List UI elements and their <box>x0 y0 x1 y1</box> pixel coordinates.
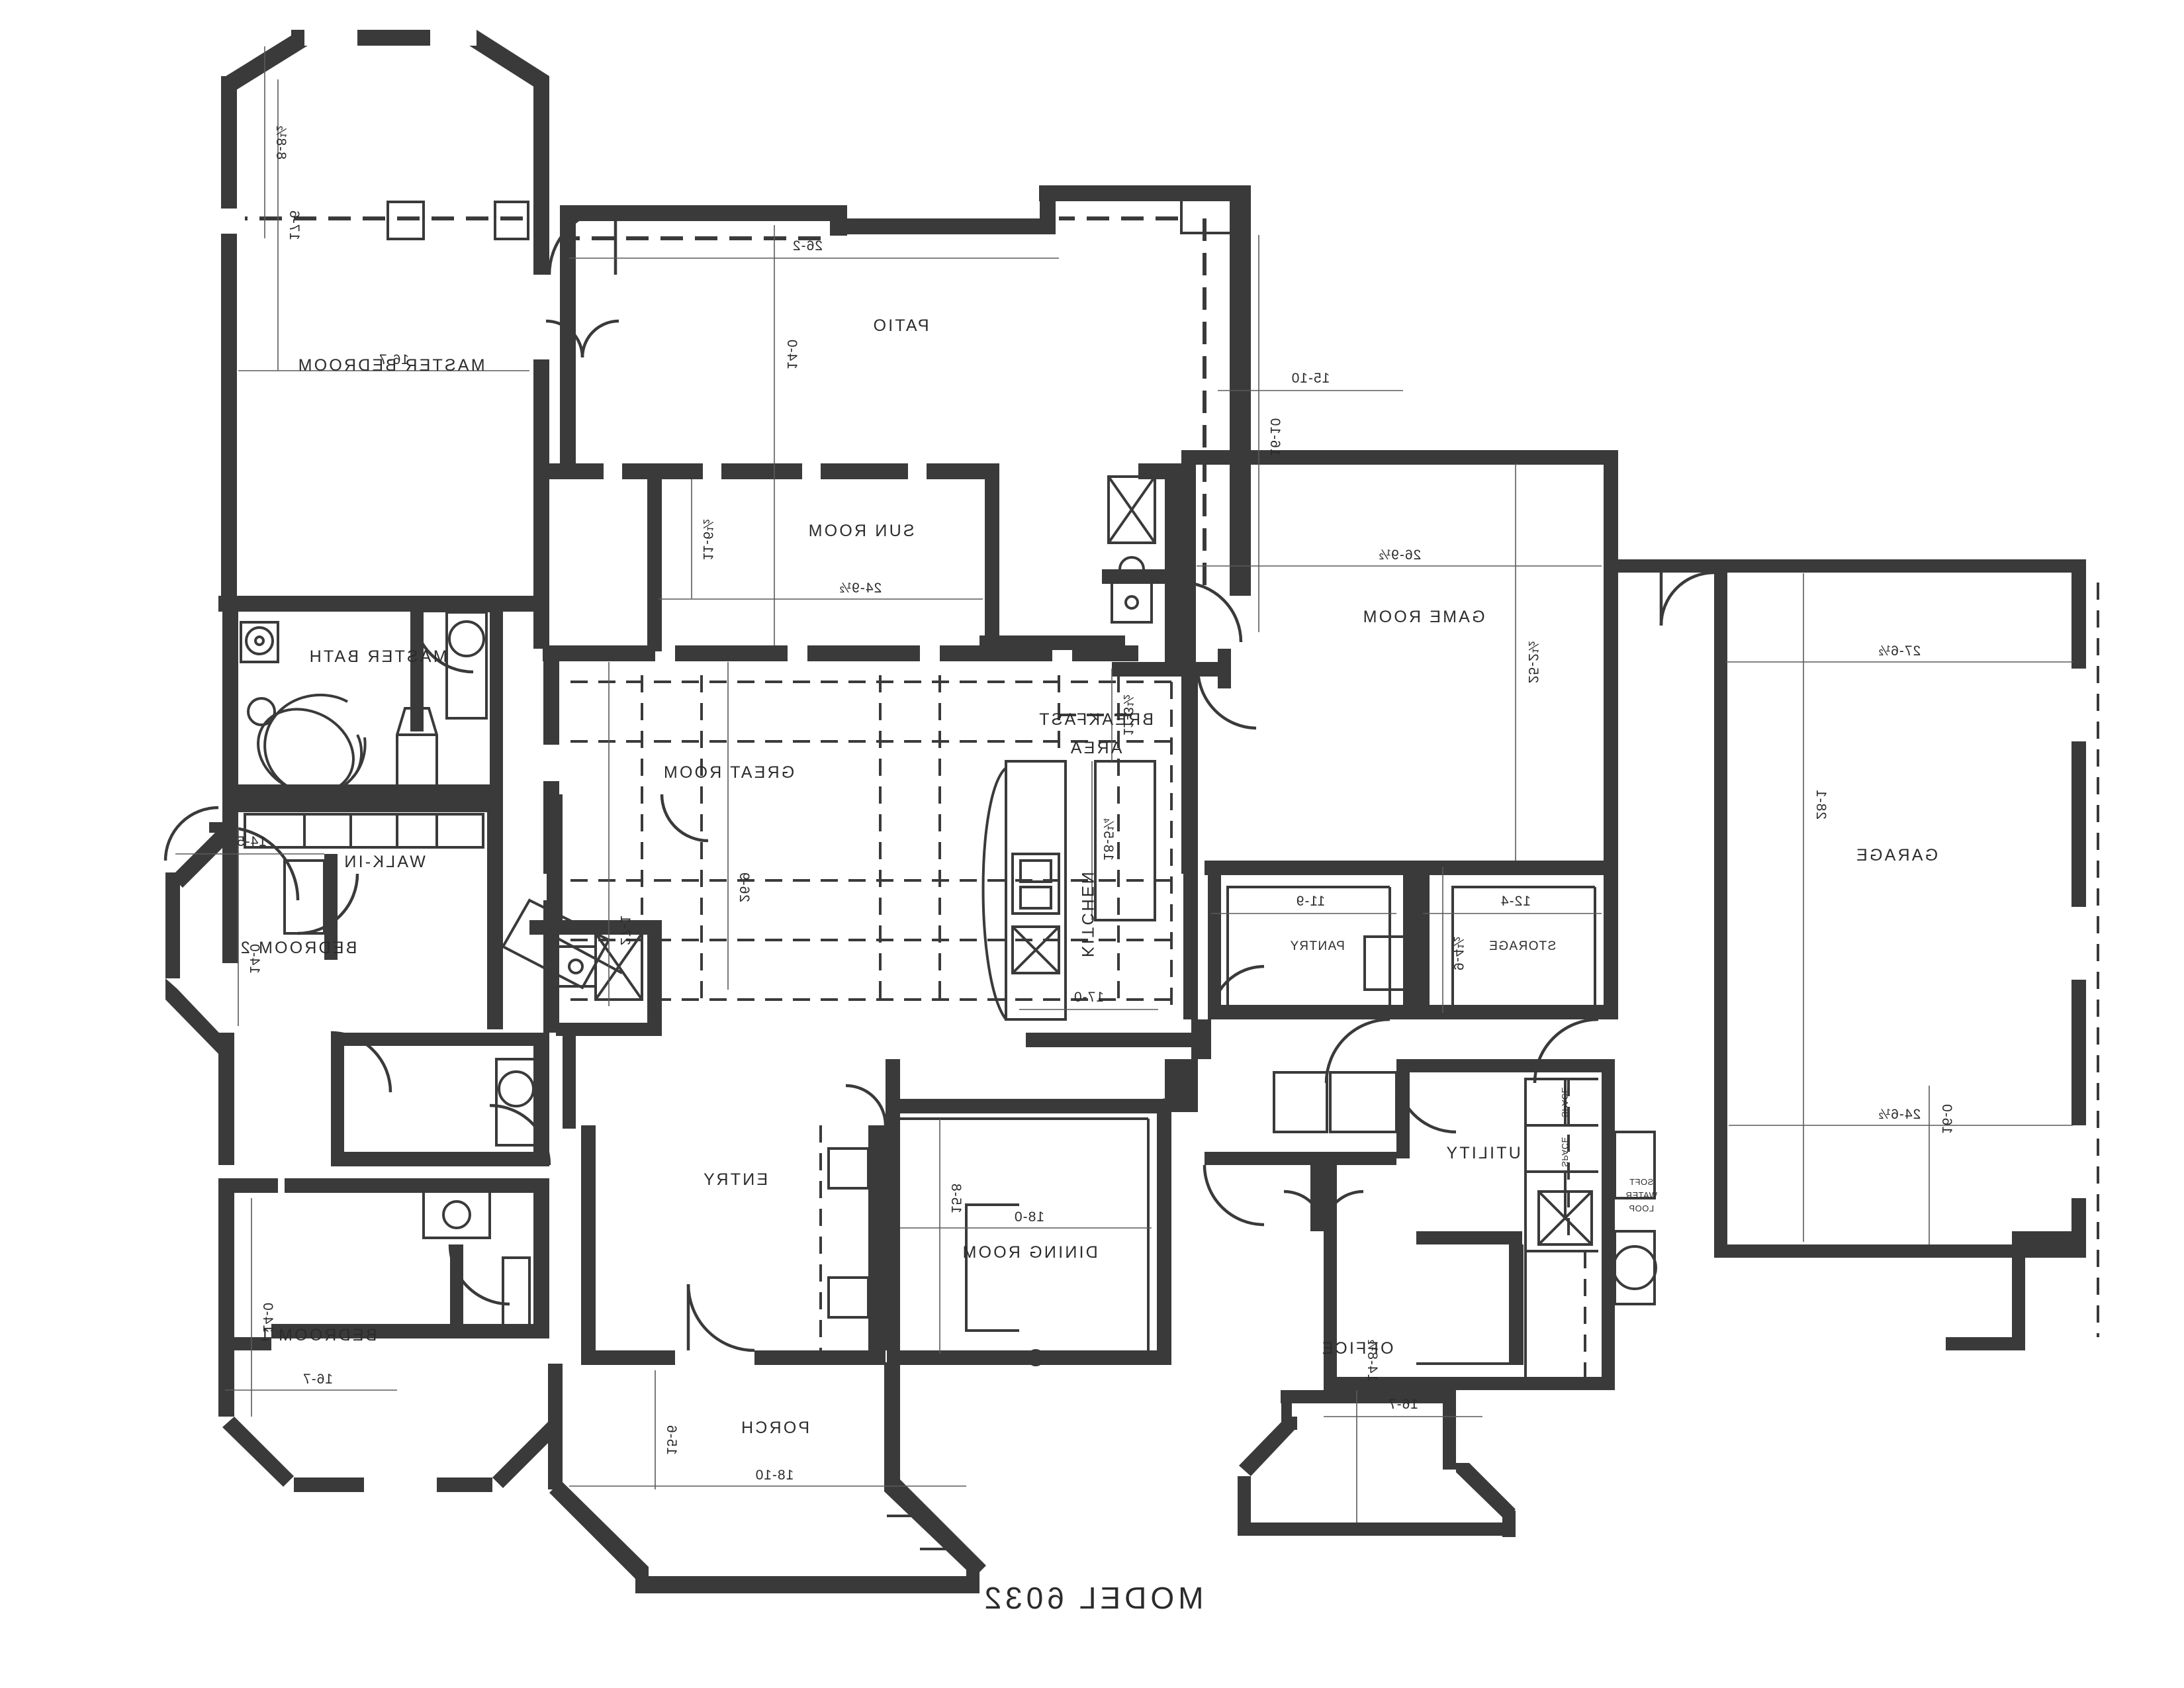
dim-bed1-height: 14-0 <box>260 1302 275 1333</box>
room-label-pantry: PANTRY <box>1289 939 1345 953</box>
dim-storage-width: 12-4 <box>1500 894 1531 909</box>
dim-great-width: 26-9 <box>737 872 752 902</box>
dimension-texts: 27-6½ 28-1 24-6½ 16-0 26-9½ 25-2½ 15-10 … <box>236 125 1954 1483</box>
dim-patio-width: 26-2 <box>792 238 823 254</box>
dim-pantry-width: 11-9 <box>1296 894 1325 909</box>
note-soft-water-loop-3: LOOP <box>1629 1203 1654 1213</box>
note-space-2: SPACE <box>1560 1137 1570 1167</box>
dim-kitchen-island: 18-5¼ <box>1101 818 1116 861</box>
dim-office-height: 14-8½ <box>1365 1339 1380 1382</box>
dim-great-height: 27-1 <box>617 915 633 945</box>
room-label-great-room: GREAT ROOM <box>662 763 795 782</box>
dim-patio-left-h: 16-10 <box>1267 418 1283 457</box>
room-label-patio: PATIO <box>871 316 929 335</box>
dimension-lines <box>175 46 2073 1523</box>
dim-mbr-width: 16-7 <box>379 352 409 367</box>
dim-game-height: 25-2½ <box>1525 641 1541 684</box>
dim-garage-lower-w: 24-6½ <box>1878 1107 1921 1122</box>
room-label-breakfast-1: BREAKFAST <box>1037 710 1154 729</box>
dim-porch-width: 18-10 <box>755 1468 794 1483</box>
room-labels: GARAGE GAME ROOM PATIO SUN ROOM MASTER B… <box>239 316 1938 1437</box>
room-label-walk-in: WALK-IN <box>342 853 426 871</box>
dim-garage-width: 27-6½ <box>1878 643 1921 659</box>
room-label-dining-room: DINING ROOM <box>960 1243 1097 1262</box>
room-label-breakfast-2: AREA <box>1069 739 1122 757</box>
dim-dining-height: 15-8 <box>948 1183 964 1213</box>
dim-storage-height: 9-4½ <box>1451 936 1466 970</box>
room-label-kitchen: KITCHEN <box>1078 870 1097 957</box>
dim-game-width: 26-9½ <box>1379 547 1422 563</box>
dim-sun-height: 11-6½ <box>700 519 715 561</box>
room-label-bedroom-2: BEDROOM 2 <box>239 939 357 957</box>
dim-bed2-height: 14-0 <box>247 943 262 974</box>
dim-garage-lower-h: 16-0 <box>1939 1103 1954 1134</box>
dim-office-width: 16-7 <box>1388 1397 1418 1412</box>
room-label-garage: GARAGE <box>1854 846 1938 865</box>
room-label-master-bath: MASTER BATH <box>307 647 447 666</box>
dim-breakfast-h: 11-3½ <box>1120 694 1136 736</box>
room-label-sun-room: SUN ROOM <box>806 522 914 540</box>
dim-sun-width: 24-9½ <box>839 581 882 596</box>
breakfast-ceiling-outline <box>1052 682 1173 1013</box>
room-label-office: OFFICE <box>1320 1339 1394 1358</box>
room-label-storage: STORAGE <box>1488 939 1556 953</box>
door-swings <box>163 207 1715 1352</box>
dim-patio-height: 14-0 <box>784 339 799 369</box>
note-soft-water-loop-1: SOFT <box>1629 1177 1654 1187</box>
room-label-utility: UTILITY <box>1444 1144 1520 1162</box>
room-label-entry: ENTRY <box>702 1170 768 1189</box>
dim-patio-left-w: 15-10 <box>1291 371 1330 386</box>
room-label-bedroom-1: BEDROOM 1 <box>259 1326 377 1344</box>
room-label-game-room: GAME ROOM <box>1361 608 1484 626</box>
dim-mbr-sitting: 8-8½ <box>273 125 289 160</box>
exterior-walls <box>165 30 2099 1593</box>
dim-dining-width: 18-0 <box>1014 1209 1044 1225</box>
dim-garage-height: 28-1 <box>1813 789 1829 820</box>
note-soft-water-loop-2: WATER <box>1625 1190 1657 1200</box>
dim-bed2-width: 14-5 <box>236 834 267 849</box>
dim-kitchen-width: 17-0 <box>1073 990 1104 1005</box>
dim-bed1-width: 16-7 <box>302 1372 333 1387</box>
room-label-master-bedroom: MASTER BEDROOM <box>296 356 484 375</box>
note-space-1: SPACE <box>1560 1087 1570 1117</box>
room-label-porch: PORCH <box>739 1419 809 1437</box>
sheet-title: MODEL 6032 <box>981 1581 1204 1615</box>
dim-mbr-height: 17-6 <box>287 210 302 240</box>
dim-porch-height: 15-6 <box>664 1425 679 1455</box>
